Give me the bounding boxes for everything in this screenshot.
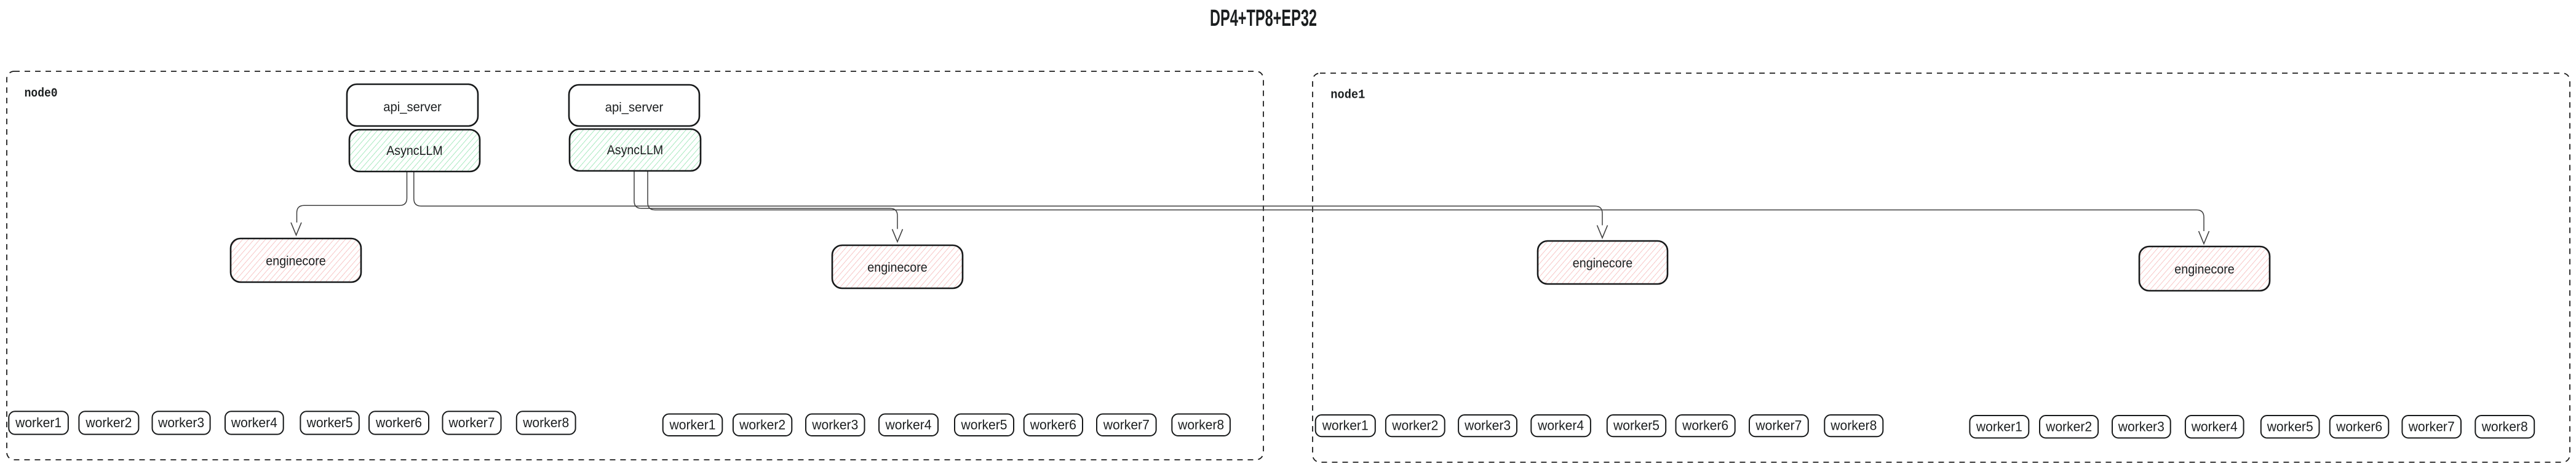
svg-text:worker7: worker7 [1755, 418, 1802, 433]
svg-text:AsyncLLM: AsyncLLM [386, 144, 443, 158]
svg-text:worker1: worker1 [1322, 418, 1369, 433]
svg-text:worker6: worker6 [2335, 419, 2382, 434]
svg-text:DP4+TP8+EP32: DP4+TP8+EP32 [1210, 6, 1317, 31]
svg-text:worker3: worker3 [1464, 418, 1511, 433]
svg-text:worker2: worker2 [85, 415, 132, 430]
svg-text:worker5: worker5 [306, 415, 353, 430]
svg-text:worker3: worker3 [157, 415, 204, 430]
svg-text:worker6: worker6 [1682, 418, 1728, 433]
svg-text:worker8: worker8 [2481, 419, 2528, 434]
svg-text:worker8: worker8 [522, 415, 569, 430]
svg-text:worker2: worker2 [739, 417, 785, 432]
svg-text:worker8: worker8 [1177, 417, 1224, 432]
svg-text:enginecore: enginecore [2174, 262, 2234, 277]
svg-text:worker4: worker4 [2191, 419, 2238, 434]
svg-text:worker3: worker3 [811, 417, 858, 432]
svg-text:worker7: worker7 [2408, 419, 2455, 434]
svg-text:enginecore: enginecore [867, 261, 927, 275]
svg-text:worker7: worker7 [448, 415, 495, 430]
svg-text:worker5: worker5 [961, 417, 1008, 432]
svg-text:worker1: worker1 [669, 417, 716, 432]
svg-text:worker6: worker6 [375, 415, 422, 430]
svg-text:worker8: worker8 [1830, 418, 1877, 433]
svg-text:worker4: worker4 [231, 415, 277, 430]
svg-text:worker6: worker6 [1030, 417, 1076, 432]
svg-text:worker4: worker4 [885, 417, 932, 432]
svg-text:enginecore: enginecore [266, 254, 325, 269]
svg-text:node1: node1 [1330, 89, 1365, 103]
svg-text:node0: node0 [25, 87, 58, 101]
svg-text:enginecore: enginecore [1573, 256, 1632, 270]
svg-text:worker5: worker5 [2267, 419, 2313, 434]
svg-text:worker7: worker7 [1103, 417, 1150, 432]
svg-text:worker5: worker5 [1613, 418, 1660, 433]
svg-text:AsyncLLM: AsyncLLM [607, 143, 664, 157]
svg-text:api_server: api_server [383, 100, 442, 114]
svg-text:worker2: worker2 [1391, 418, 1438, 433]
svg-text:api_server: api_server [605, 101, 664, 115]
svg-text:worker4: worker4 [1537, 418, 1584, 433]
svg-text:worker3: worker3 [2118, 419, 2165, 434]
svg-text:worker1: worker1 [15, 415, 62, 430]
svg-text:worker1: worker1 [1976, 419, 2022, 434]
svg-text:worker2: worker2 [2045, 419, 2092, 434]
